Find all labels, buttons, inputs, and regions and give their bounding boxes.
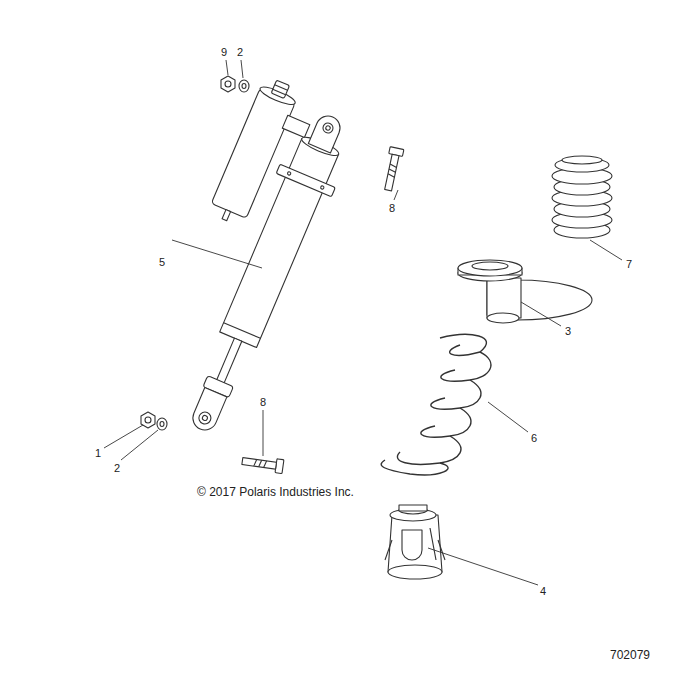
callout-number: 8: [260, 397, 266, 408]
callout-number: 2: [237, 47, 243, 58]
callout-number: 6: [531, 433, 537, 444]
callout-number: 8: [389, 203, 395, 214]
callout-number: 2: [114, 463, 120, 474]
callout-number: 5: [159, 257, 165, 268]
callout-number: 3: [565, 326, 571, 337]
callout-number: 7: [626, 259, 632, 270]
callout-number: 9: [221, 47, 227, 58]
copyright-note: © 2017 Polaris Industries Inc.: [197, 486, 354, 498]
callout-number: 1: [95, 448, 101, 459]
leader-lines: [104, 60, 622, 585]
drawing-number: 702079: [610, 649, 650, 661]
callout-number: 4: [540, 586, 546, 597]
